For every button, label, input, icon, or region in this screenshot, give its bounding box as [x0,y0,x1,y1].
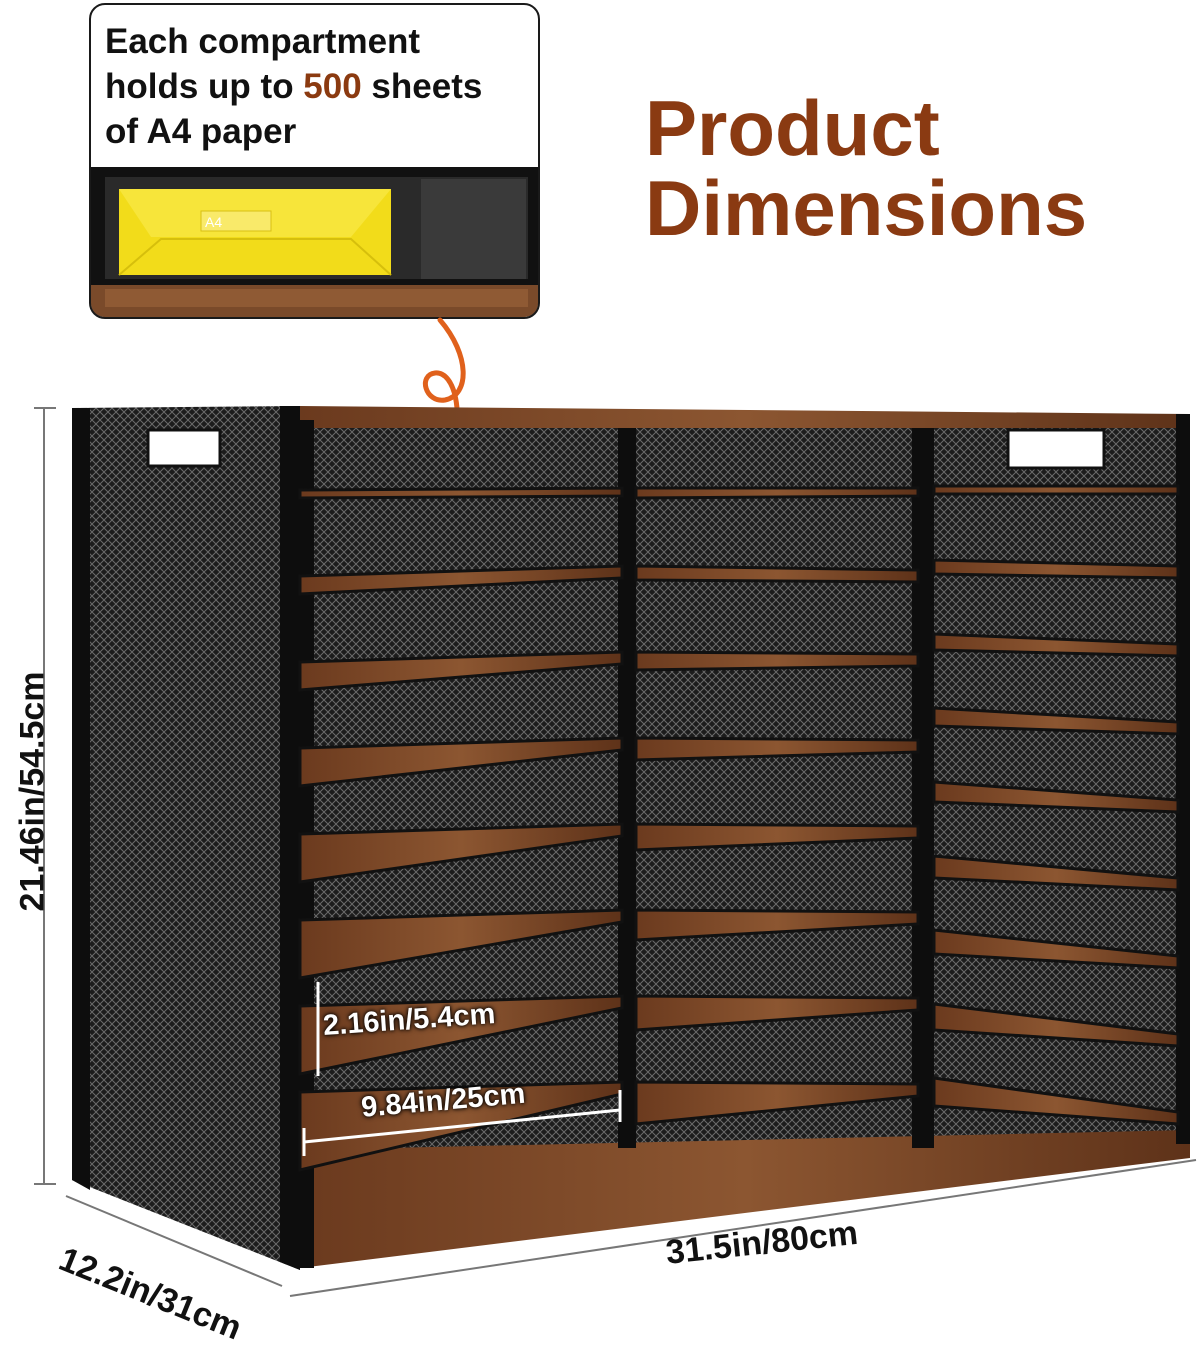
paper-label: A4 [205,214,222,230]
callout-line-2: holds up to 500 sheets [105,67,483,106]
compartment-closeup-image: A4 [91,167,538,317]
callout-line-3: of A4 paper [105,112,297,151]
page-title: Product Dimensions [645,88,1087,248]
callout-text: Each compartment holds up to 500 sheets … [105,19,530,154]
title-line-1: Product [645,84,940,172]
sheet-count: 500 [303,67,362,106]
callout-box: Each compartment holds up to 500 sheets … [89,3,540,319]
title-line-2: Dimensions [645,164,1088,252]
callout-line-1: Each compartment [105,22,421,61]
height-dimension-label: 21.46in/54.5cm [13,671,52,912]
paper-organizer-image [34,406,1197,1297]
